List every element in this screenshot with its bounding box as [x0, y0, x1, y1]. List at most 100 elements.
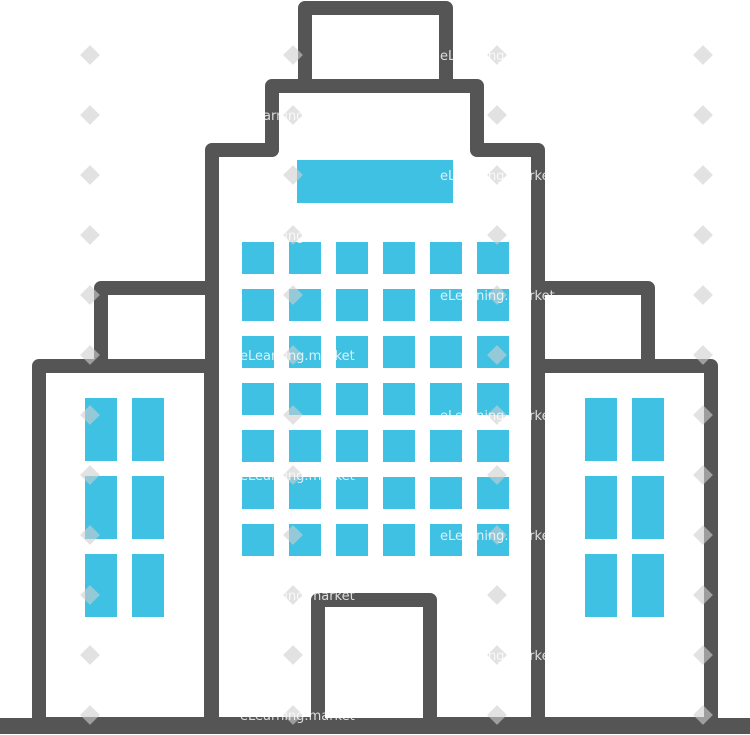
- watermark-diamond: [80, 105, 100, 125]
- watermark-text: eLearning.market: [440, 409, 555, 424]
- tower-window: [336, 242, 368, 274]
- watermark-diamond: [283, 225, 303, 245]
- watermark-diamond: [283, 465, 303, 485]
- watermark-diamond: [487, 105, 507, 125]
- watermark-diamond: [693, 405, 713, 425]
- tower-window: [242, 477, 274, 509]
- watermark-diamond: [487, 585, 507, 605]
- tower-window: [336, 430, 368, 462]
- tower-window: [430, 289, 462, 321]
- right-wing-window: [632, 476, 664, 539]
- watermark-diamond: [487, 225, 507, 245]
- tower-window: [336, 477, 368, 509]
- left-wing-window: [132, 398, 164, 461]
- watermark-text: eLearning.market: [240, 589, 355, 604]
- watermark-diamond: [283, 165, 303, 185]
- tower-window: [336, 383, 368, 415]
- watermark-diamond: [693, 165, 713, 185]
- tower-window: [242, 383, 274, 415]
- tower-window: [430, 336, 462, 368]
- watermark-diamond: [487, 345, 507, 365]
- tower-window: [242, 430, 274, 462]
- entrance-door: [311, 593, 437, 724]
- watermark-text: eLearning.market: [240, 349, 355, 364]
- watermark-diamond: [487, 165, 507, 185]
- watermark-diamond: [80, 405, 100, 425]
- tower-window: [383, 430, 415, 462]
- tower-window: [242, 336, 274, 368]
- tower-window: [242, 289, 274, 321]
- watermark-diamond: [693, 225, 713, 245]
- sign-panel: [297, 160, 453, 203]
- tower-window: [383, 477, 415, 509]
- tower-window: [336, 289, 368, 321]
- watermark-diamond: [283, 525, 303, 545]
- watermark-diamond: [283, 345, 303, 365]
- watermark-diamond: [693, 105, 713, 125]
- watermark-diamond: [283, 585, 303, 605]
- watermark-text: eLearning.market: [440, 169, 555, 184]
- tower-window: [289, 430, 321, 462]
- watermark-diamond: [693, 345, 713, 365]
- tower-window: [477, 430, 509, 462]
- right-wing-window: [585, 398, 617, 461]
- watermark-diamond: [283, 45, 303, 65]
- watermark-diamond: [80, 345, 100, 365]
- right-wing-window: [632, 554, 664, 617]
- tower-window: [383, 383, 415, 415]
- watermark-diamond: [80, 165, 100, 185]
- tower-window: [336, 524, 368, 556]
- watermark-diamond: [693, 705, 713, 725]
- tower-window: [242, 524, 274, 556]
- right-wing-window: [632, 398, 664, 461]
- watermark-text: eLearning.market: [440, 49, 555, 64]
- watermark-diamond: [487, 645, 507, 665]
- watermark-diamond: [693, 45, 713, 65]
- watermark-diamond: [283, 285, 303, 305]
- tower-window: [336, 336, 368, 368]
- watermark-diamond: [487, 465, 507, 485]
- tower-window: [430, 242, 462, 274]
- watermark-text: eLearning.market: [240, 709, 355, 724]
- watermark-diamond: [693, 525, 713, 545]
- watermark-diamond: [487, 285, 507, 305]
- watermark-diamond: [80, 45, 100, 65]
- watermark-text: eLearning.market: [240, 469, 355, 484]
- watermark-diamond: [283, 645, 303, 665]
- watermark-diamond: [283, 705, 303, 725]
- tower-window: [430, 524, 462, 556]
- watermark-diamond: [283, 105, 303, 125]
- tower-window: [430, 477, 462, 509]
- watermark-diamond: [693, 465, 713, 485]
- tower-window: [430, 430, 462, 462]
- watermark-text: eLearning.market: [440, 289, 555, 304]
- left-wing-window: [132, 554, 164, 617]
- watermark-diamond: [487, 45, 507, 65]
- tower-window: [289, 242, 321, 274]
- watermark-diamond: [80, 285, 100, 305]
- watermark-text: eLearning.market: [240, 229, 355, 244]
- watermark-text: eLearning.market: [440, 529, 555, 544]
- watermark-text: eLearning.market: [440, 649, 555, 664]
- watermark-diamond: [693, 645, 713, 665]
- watermark-diamond: [80, 465, 100, 485]
- left-wing: [32, 359, 218, 731]
- tower-window: [477, 242, 509, 274]
- watermark-diamond: [487, 705, 507, 725]
- watermark-diamond: [487, 525, 507, 545]
- watermark-diamond: [80, 225, 100, 245]
- watermark-diamond: [283, 405, 303, 425]
- right-wing-window: [585, 554, 617, 617]
- watermark-diamond: [693, 285, 713, 305]
- watermark-diamond: [693, 585, 713, 605]
- tower-window: [383, 524, 415, 556]
- tower-window: [242, 242, 274, 274]
- tower-window: [383, 242, 415, 274]
- watermark-text: eLearning.market: [240, 109, 355, 124]
- tower-window: [430, 383, 462, 415]
- tower-window: [477, 477, 509, 509]
- left-wing-window: [132, 476, 164, 539]
- watermark-layer: eLearning.market eLearning.market eLearnin…: [80, 45, 713, 725]
